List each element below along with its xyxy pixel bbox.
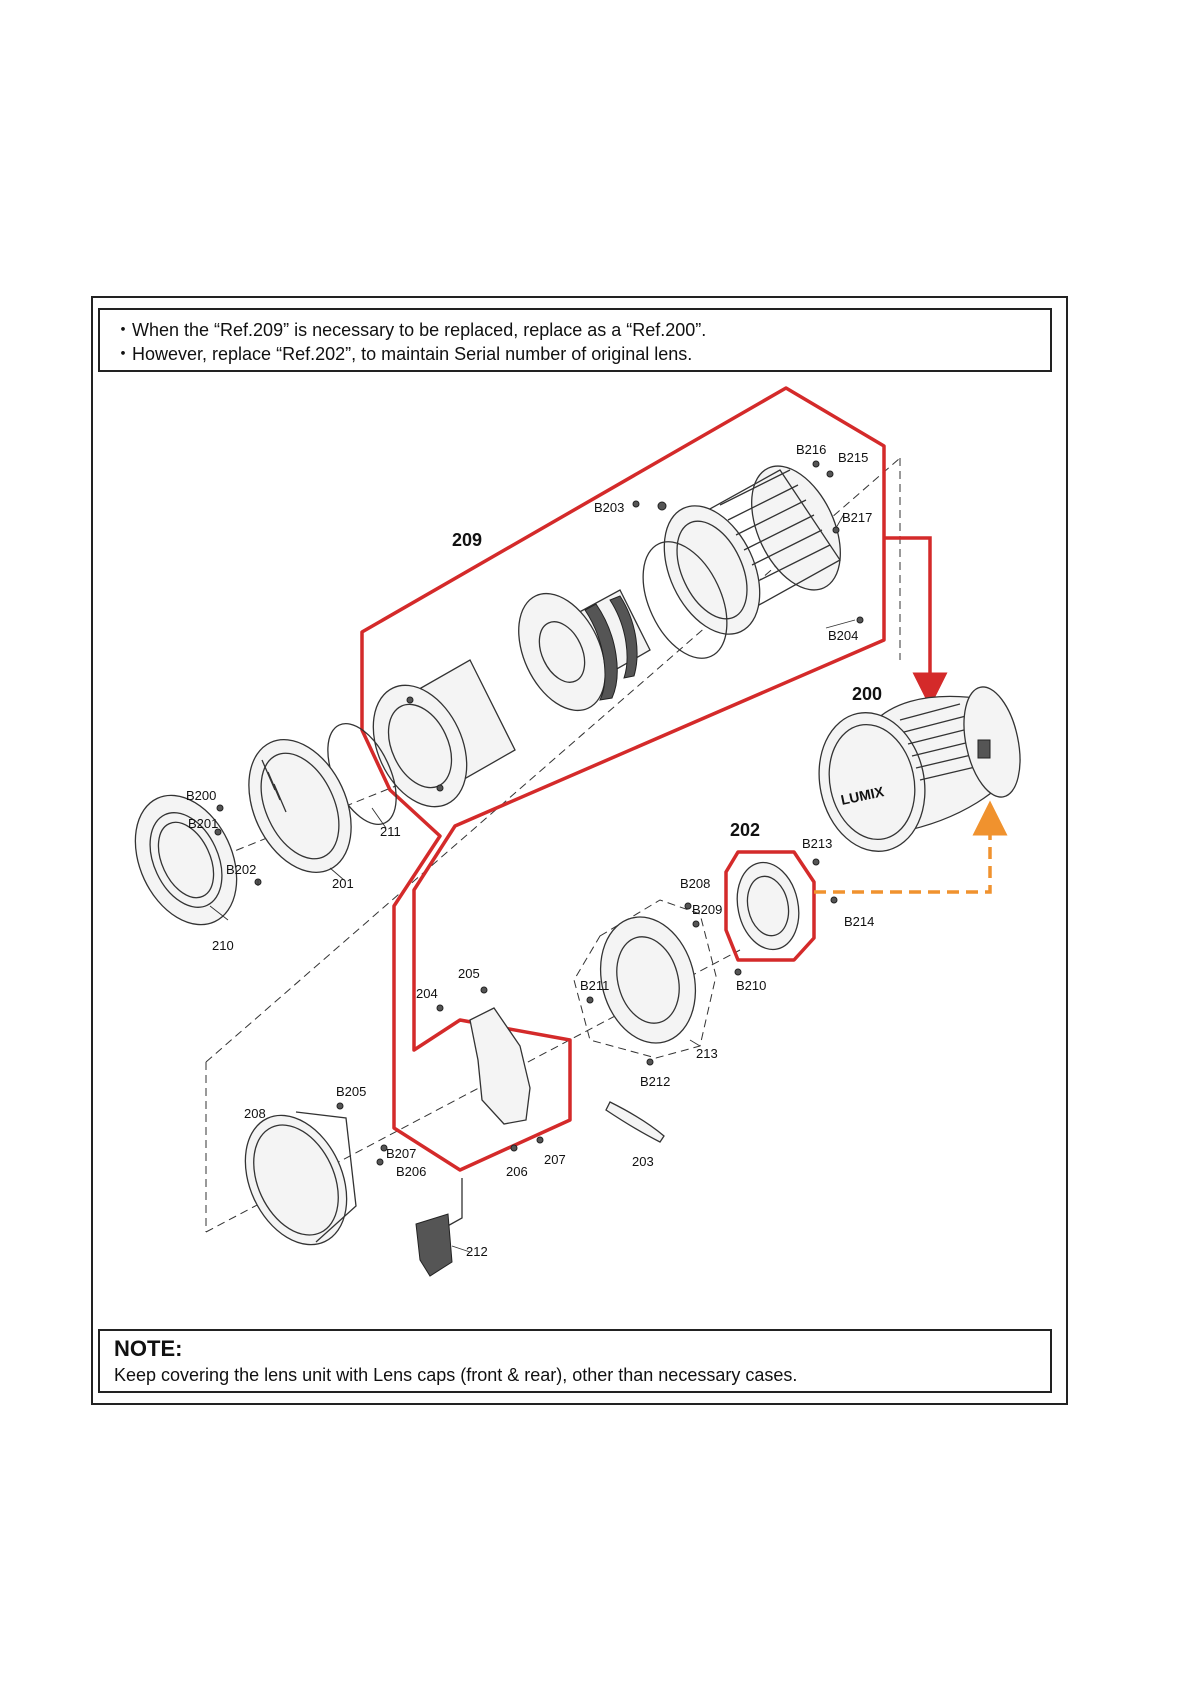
- callout-b210: B210: [736, 978, 766, 993]
- focus-zoom-ring-part: [663, 465, 841, 635]
- callout-b215: B215: [838, 450, 868, 465]
- mount-ring-202: [736, 861, 800, 951]
- callout-b216: B216: [796, 442, 826, 457]
- contact-plate-part: [469, 1007, 531, 1125]
- callout-b214: B214: [844, 914, 874, 929]
- leader-lines: [209, 513, 856, 1253]
- callout-b201: B201: [188, 816, 218, 831]
- callout-204: 204: [416, 986, 438, 1001]
- callout-b205: B205: [336, 1084, 366, 1099]
- replacement-notice: ・When the “Ref.209” is necessary to be r…: [98, 308, 1052, 372]
- screw-markers: [214, 460, 864, 1166]
- callout-b208: B208: [680, 876, 710, 891]
- callout-200: 200: [852, 684, 882, 704]
- mount-plate-213: [599, 916, 697, 1044]
- flex-cable-212: [415, 1178, 463, 1277]
- main-barrel-part: [372, 659, 516, 808]
- callout-b211: B211: [580, 978, 609, 993]
- callout-210: 210: [212, 938, 234, 953]
- callout-205: 205: [458, 966, 480, 981]
- note-heading: NOTE:: [114, 1336, 183, 1361]
- callout-b212: B212: [640, 1074, 670, 1089]
- unit-202-outline: [724, 850, 816, 962]
- callout-b213: B213: [802, 836, 832, 851]
- notice-line-1: ・When the “Ref.209” is necessary to be r…: [114, 320, 707, 340]
- callout-b206: B206: [396, 1164, 426, 1179]
- note-body: Keep covering the lens unit with Lens ca…: [114, 1365, 798, 1385]
- callout-206: 206: [506, 1164, 528, 1179]
- callout-202: 202: [730, 820, 760, 840]
- replacement-arrow: [884, 536, 948, 708]
- rear-cover-208: [244, 1111, 357, 1246]
- callout-209: 209: [452, 530, 482, 550]
- lens-assembly-200: LUMIX: [818, 686, 1021, 852]
- callout-208: 208: [244, 1106, 266, 1121]
- callout-b217: B217: [842, 510, 872, 525]
- callout-b207: B207: [386, 1146, 416, 1161]
- callout-b200: B200: [186, 788, 216, 803]
- diagram-frame: [91, 296, 1068, 1405]
- callout-b204: B204: [828, 628, 858, 643]
- callout-b209: B209: [692, 902, 722, 917]
- callout-b203: B203: [594, 500, 624, 515]
- callout-203: 203: [632, 1154, 654, 1169]
- cam-barrel-part: [518, 589, 651, 712]
- c-ring: [642, 541, 728, 659]
- callout-201: 201: [332, 876, 354, 891]
- callout-211: 211: [380, 824, 401, 839]
- serial-number-arrow: [814, 800, 1008, 894]
- unit-209-outline: [360, 386, 886, 1172]
- notice-line-2: ・However, replace “Ref.202”, to maintain…: [114, 344, 693, 364]
- assembly-axis-lines: [199, 457, 901, 1233]
- rear-frame-201: [248, 738, 352, 874]
- callout-212: 212: [466, 1244, 488, 1259]
- callout-b202: B202: [226, 862, 256, 877]
- callout-207: 207: [544, 1152, 566, 1167]
- rear-mount-210: [134, 794, 238, 926]
- lens-cap-note: NOTE: Keep covering the lens unit with L…: [98, 1329, 1052, 1393]
- lever-203: [605, 1101, 665, 1143]
- callout-213: 213: [696, 1046, 718, 1061]
